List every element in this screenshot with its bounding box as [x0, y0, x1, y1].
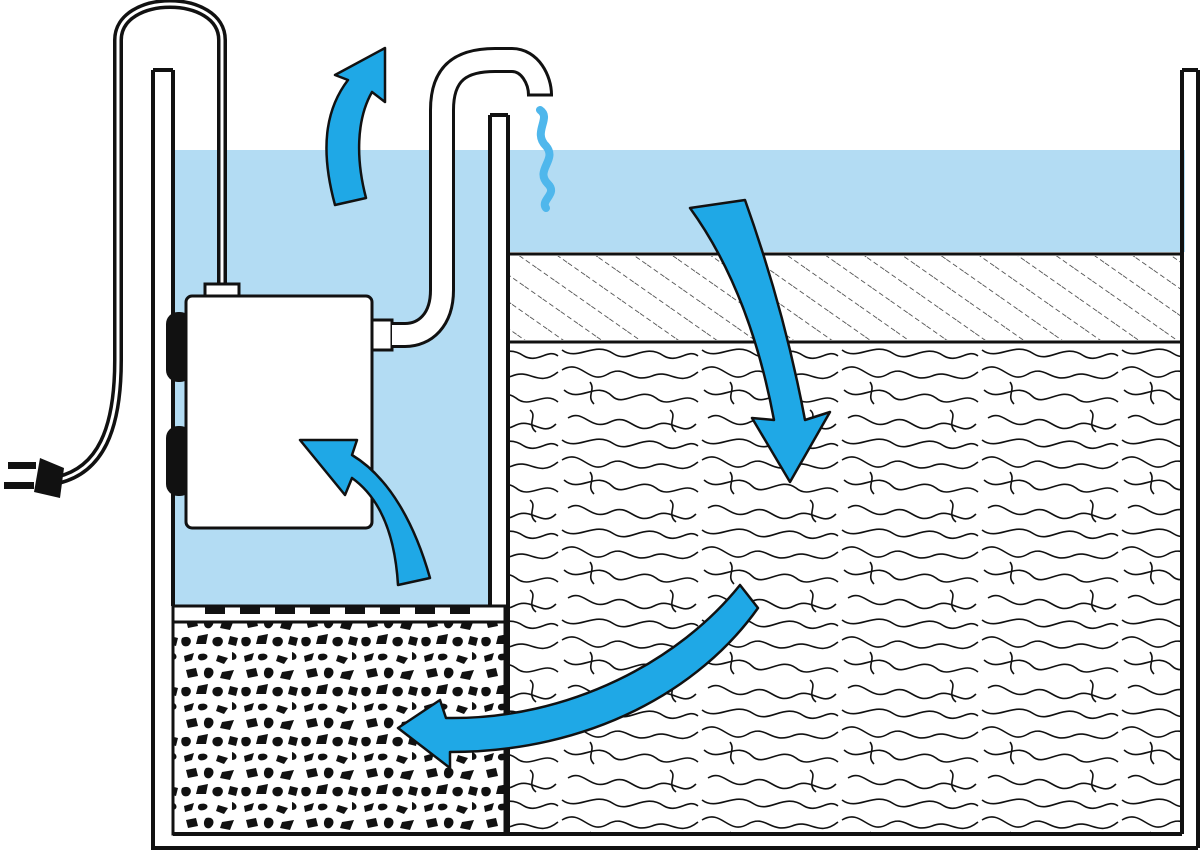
water-into-coarse-media-arrow [396, 583, 760, 770]
flow-arrows [298, 46, 832, 770]
water-into-pump-arrow [298, 438, 432, 587]
power-plug [4, 458, 64, 498]
water-rising-out-arrow [325, 46, 387, 207]
filter-sponge-media [508, 344, 1182, 834]
water-down-through-media-arrow [688, 198, 832, 484]
power-cable [53, 0, 227, 485]
filter-wool-layer [506, 252, 1184, 344]
pond-water-surface [508, 150, 1185, 252]
water-stream [536, 106, 556, 212]
plate-slots [205, 606, 470, 614]
pump [166, 282, 394, 530]
outlet-hose [392, 47, 553, 348]
